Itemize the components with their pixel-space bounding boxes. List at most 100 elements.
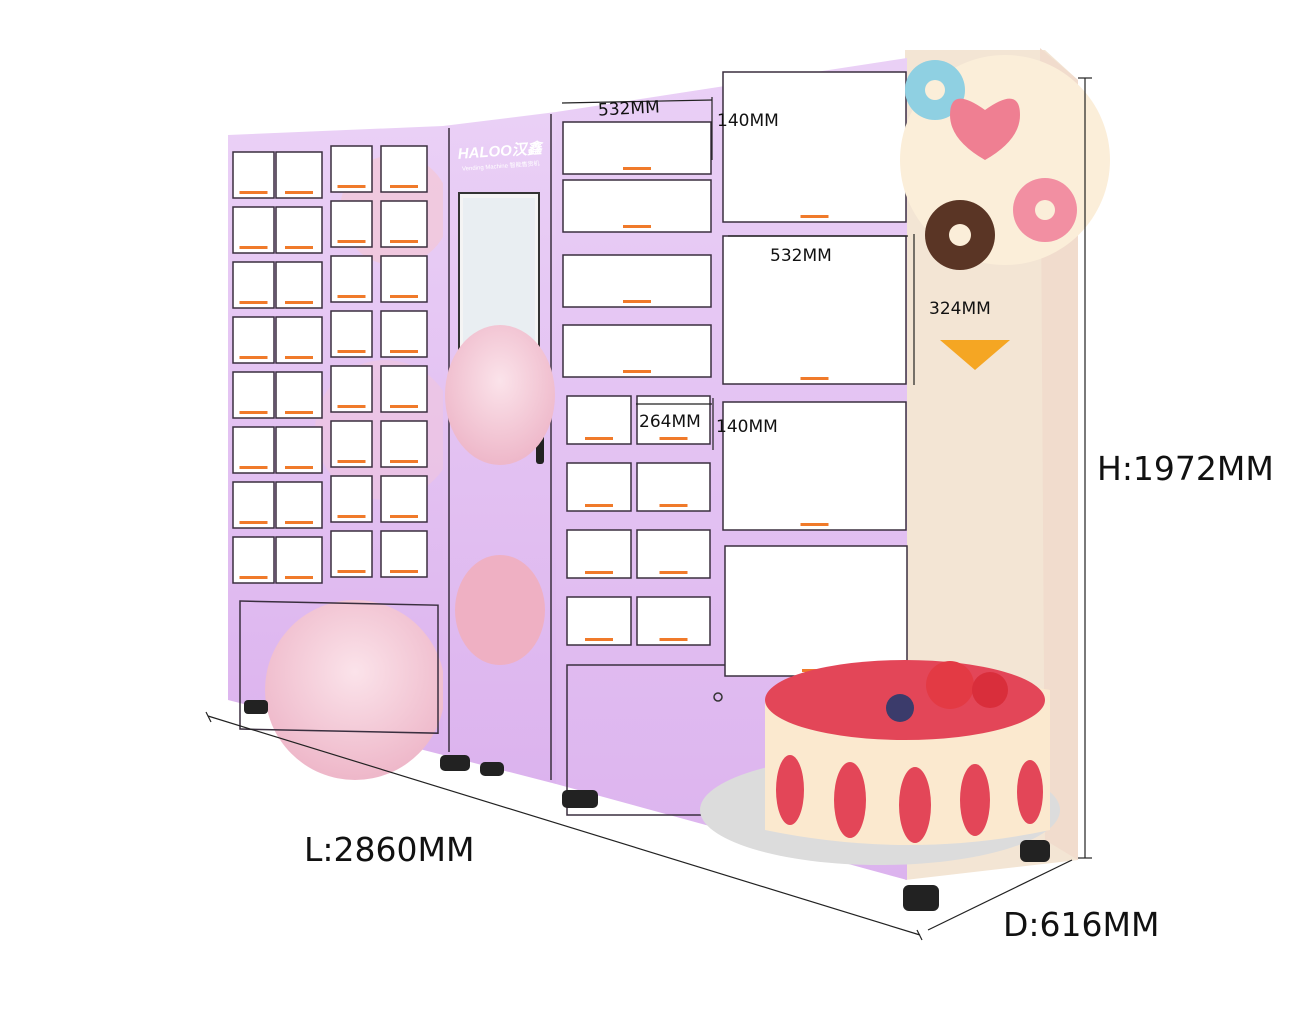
- small-locker-door[interactable]: [232, 316, 275, 364]
- left-bottom-storage-door[interactable]: [239, 600, 439, 734]
- small-locker-door[interactable]: [275, 261, 323, 309]
- small-locker-door[interactable]: [232, 261, 275, 309]
- door-handle-strip: [390, 405, 418, 408]
- door-handle-strip: [337, 405, 366, 408]
- door-handle-strip: [623, 300, 651, 303]
- center-control-cabinet: [443, 112, 556, 784]
- macaron-graphic: [455, 555, 545, 665]
- door-handle-strip: [390, 185, 418, 188]
- door-handle-strip: [239, 301, 268, 304]
- small-locker-door[interactable]: [636, 529, 711, 579]
- small-locker-door[interactable]: [275, 426, 323, 474]
- door-handle-strip: [285, 411, 313, 414]
- door-handle-strip: [390, 460, 418, 463]
- door-handle-strip: [800, 215, 829, 218]
- small-locker-door[interactable]: [275, 151, 323, 199]
- small-locker-door[interactable]: [566, 529, 632, 579]
- small-locker-door[interactable]: [330, 255, 373, 303]
- small-locker-door[interactable]: [636, 462, 711, 512]
- small-locker-door[interactable]: [380, 475, 428, 523]
- door-handle-strip: [337, 460, 366, 463]
- small-locker-door[interactable]: [330, 200, 373, 248]
- door-handle-strip: [337, 185, 366, 188]
- small-locker-door[interactable]: [232, 481, 275, 529]
- small-locker-door[interactable]: [380, 200, 428, 248]
- small-locker-door[interactable]: [380, 145, 428, 193]
- door-handle-strip: [390, 295, 418, 298]
- door-handle-strip: [285, 356, 313, 359]
- small-locker-door[interactable]: [232, 426, 275, 474]
- door-handle-strip: [337, 240, 366, 243]
- small-locker-door[interactable]: [275, 371, 323, 419]
- door-handle-strip: [585, 504, 613, 507]
- small-locker-door[interactable]: [232, 206, 275, 254]
- small-locker-door[interactable]: [330, 310, 373, 358]
- small-locker-door[interactable]: [566, 462, 632, 512]
- dimension-lines: [205, 77, 1092, 941]
- small-locker-door[interactable]: [330, 420, 373, 468]
- door-handle-strip: [285, 191, 313, 194]
- medium-locker-door[interactable]: [562, 179, 712, 233]
- medium-locker-door[interactable]: [562, 254, 712, 308]
- door-handle-strip: [239, 356, 268, 359]
- door-handle-strip: [337, 350, 366, 353]
- door-handle-strip: [659, 638, 688, 641]
- donut-graphics: [900, 55, 1110, 370]
- door-handle-strip: [239, 466, 268, 469]
- door-handle-strip: [285, 466, 313, 469]
- small-locker-door[interactable]: [330, 530, 373, 578]
- door-handle-strip: [623, 370, 651, 373]
- height-label-small-top: 140MM: [717, 111, 779, 131]
- small-locker-door[interactable]: [232, 536, 275, 584]
- small-locker-door[interactable]: [380, 365, 428, 413]
- large-locker-door[interactable]: [722, 401, 907, 531]
- door-handle-strip: [285, 576, 313, 579]
- small-locker-door[interactable]: [566, 596, 632, 646]
- small-locker-door[interactable]: [232, 371, 275, 419]
- medium-locker-door[interactable]: [562, 324, 712, 378]
- small-locker-door[interactable]: [330, 475, 373, 523]
- small-locker-door[interactable]: [275, 536, 323, 584]
- small-locker-door[interactable]: [275, 206, 323, 254]
- door-handle-strip: [285, 246, 313, 249]
- left-locker-doors: [232, 145, 428, 584]
- door-handle-strip: [659, 437, 688, 440]
- large-locker-door[interactable]: [722, 71, 907, 223]
- strawberry-cake-graphic: [700, 660, 1060, 865]
- small-locker-door[interactable]: [636, 596, 711, 646]
- medium-locker-door[interactable]: [562, 121, 712, 175]
- small-locker-door[interactable]: [380, 420, 428, 468]
- door-handle-strip: [623, 225, 651, 228]
- door-handle-strip: [239, 576, 268, 579]
- width-label-large-mid: 532MM: [770, 246, 832, 266]
- right-locker-doors: [562, 71, 908, 677]
- cabinet-feet: [244, 700, 1050, 911]
- door-handle-strip: [390, 350, 418, 353]
- door-handle-strip: [285, 521, 313, 524]
- door-handle-strip: [337, 515, 366, 518]
- small-locker-door[interactable]: [232, 151, 275, 199]
- door-handle-strip: [585, 638, 613, 641]
- small-locker-door[interactable]: [330, 365, 373, 413]
- small-locker-door[interactable]: [380, 255, 428, 303]
- door-handle-strip: [585, 437, 613, 440]
- small-locker-door[interactable]: [566, 395, 632, 445]
- door-handle-strip: [390, 240, 418, 243]
- length-dimension-label: L:2860MM: [304, 830, 475, 869]
- macaron-graphic: [445, 325, 555, 465]
- small-locker-door[interactable]: [330, 145, 373, 193]
- width-label-large-top: 532MM: [597, 97, 661, 121]
- small-locker-door[interactable]: [275, 481, 323, 529]
- door-handle-strip: [239, 246, 268, 249]
- small-locker-door[interactable]: [380, 310, 428, 358]
- height-dimension-label: H:1972MM: [1097, 449, 1274, 488]
- small-locker-door[interactable]: [275, 316, 323, 364]
- door-handle-strip: [337, 295, 366, 298]
- width-label-small: 264MM: [639, 412, 701, 432]
- door-handle-strip: [800, 377, 829, 380]
- door-handle-strip: [239, 521, 268, 524]
- door-handle-strip: [659, 571, 688, 574]
- small-locker-door[interactable]: [380, 530, 428, 578]
- large-locker-door[interactable]: [724, 545, 908, 677]
